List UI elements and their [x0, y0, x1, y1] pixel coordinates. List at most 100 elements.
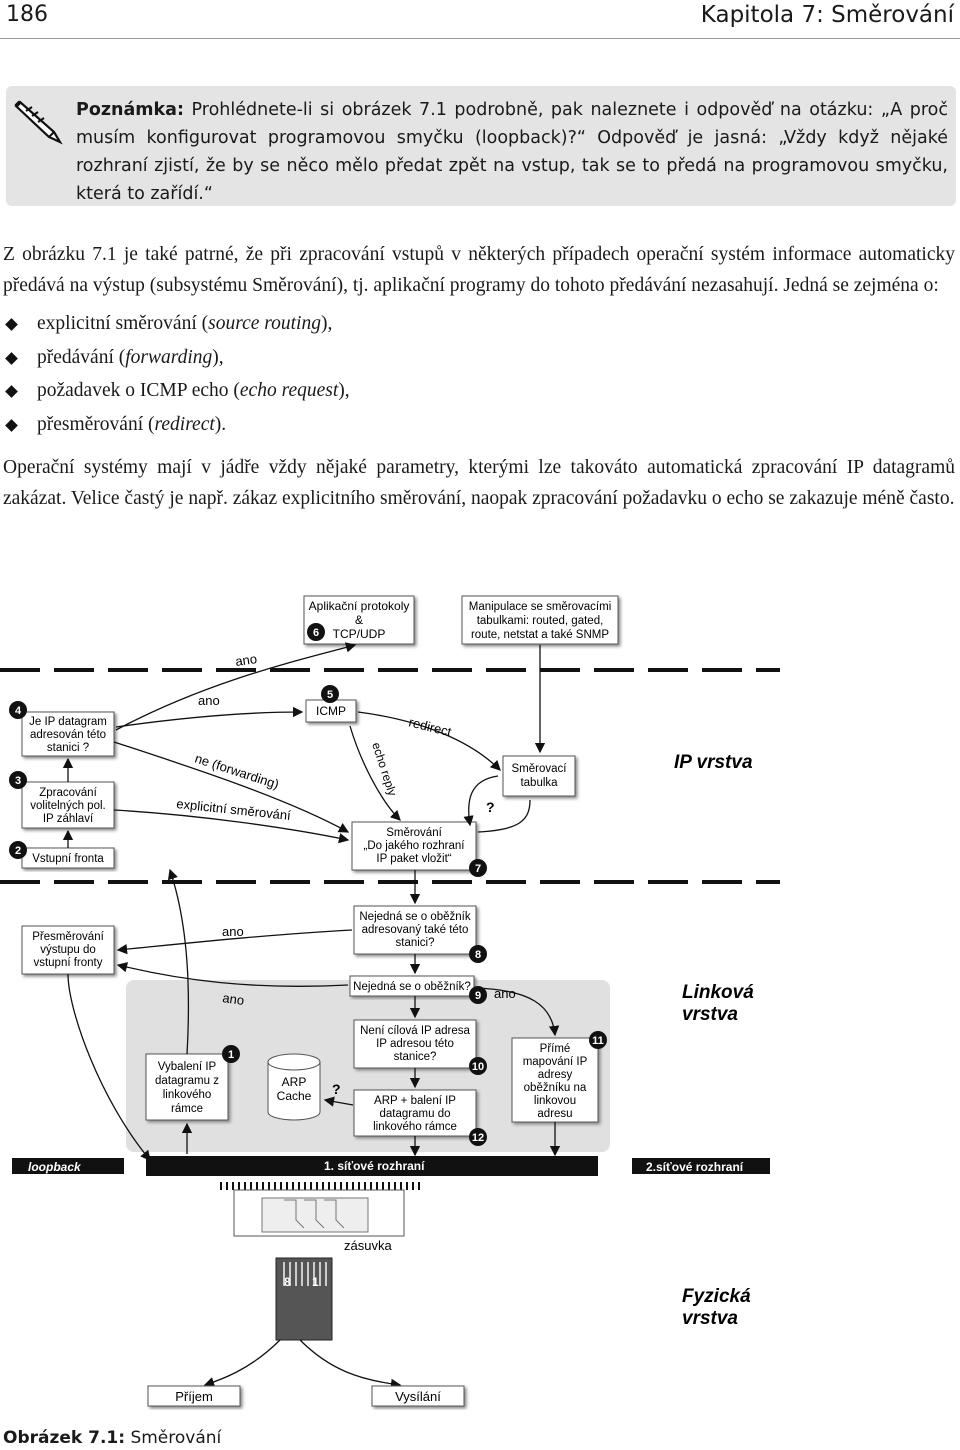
- tools-box-line: tabulkami: routed, gated,: [477, 615, 604, 627]
- box8-line: Nejedná se o oběžník: [359, 911, 470, 923]
- box11-line: oběžníku na: [524, 1082, 587, 1094]
- arp-cache-line: ARP: [282, 1075, 307, 1089]
- arp-cache-cylinder: [267, 1053, 321, 1121]
- routing-table-line: Směrovací: [512, 763, 568, 775]
- note-label: Poznámka:: [76, 100, 184, 120]
- redirect-box: [21, 925, 115, 975]
- box4-line: Je IP datagram: [29, 716, 107, 728]
- label-ip-layer: IP vrstva: [674, 752, 753, 773]
- tools-box-line: Manipulace se směrovacími: [469, 601, 612, 613]
- svg-text:7: 7: [475, 863, 481, 875]
- note-text: Poznámka: Prohlédnete-li si obrázek 7.1 …: [76, 96, 948, 208]
- badge-5: [321, 685, 339, 703]
- box3-line: Zpracování: [39, 787, 97, 799]
- label-ano: ano: [222, 924, 244, 939]
- badge-11: [589, 1031, 607, 1049]
- box8-line: stanici?: [396, 937, 435, 949]
- box11-line: linkovou: [534, 1095, 576, 1107]
- label-question: ?: [486, 799, 495, 815]
- tools-box-line: route, netstat a také SNMP: [471, 629, 609, 641]
- rj45-plug-icon: [275, 1257, 333, 1341]
- app-box-line: &: [355, 613, 363, 627]
- svg-text:12: 12: [472, 1132, 484, 1144]
- iface1-label: 1. síťové rozhraní: [324, 1159, 425, 1173]
- diamond-bullet-icon: [5, 418, 18, 432]
- badge-6: [307, 623, 325, 641]
- socket-label: zásuvka: [344, 1238, 392, 1253]
- redirect-box-line: vstupní fronty: [33, 957, 102, 969]
- iface1-bar: [146, 1156, 598, 1176]
- routing-tools-box: [461, 595, 619, 645]
- box-4: [21, 711, 115, 757]
- caption-text: Směrování: [125, 1428, 222, 1448]
- figure-caption: Obrázek 7.1: Směrování: [3, 1428, 221, 1448]
- arp-cache-line: Cache: [277, 1089, 312, 1103]
- box-11: [511, 1037, 599, 1123]
- paragraph-1: Z obrázku 7.1 je také patrné, že při zpr…: [3, 244, 955, 296]
- box11-line: adresu: [537, 1108, 572, 1120]
- label-redirect: redirect: [407, 714, 453, 739]
- svg-text:8: 8: [475, 949, 481, 961]
- paragraph-2: Operační systémy mají v jádře vždy nějak…: [3, 457, 955, 509]
- label-ano: ano: [234, 651, 258, 669]
- diamond-bullet-icon: [5, 385, 18, 398]
- pin8-label: 8: [284, 1275, 291, 1289]
- chapter-title: Kapitola 7: Směrování: [700, 2, 954, 28]
- routing-box-line: Směrování: [386, 827, 442, 839]
- box10-line: Není cílová IP adresa: [360, 1025, 470, 1037]
- box11-line: mapování IP: [523, 1056, 588, 1068]
- send-box: [371, 1385, 465, 1407]
- badge-9: [469, 986, 487, 1004]
- label-phys-layer: Fyzická: [682, 1286, 751, 1307]
- icmp-label: ICMP: [316, 704, 346, 718]
- label-source-routing: explicitní směrování: [176, 796, 292, 823]
- send-label: Vysílání: [395, 1389, 441, 1404]
- pen-icon: [14, 100, 63, 145]
- svg-text:2: 2: [15, 845, 21, 857]
- note-body: Prohlédnete-li si obrázek 7.1 podrobně, …: [76, 100, 948, 204]
- bullet-item: požadavek o ICMP echo (echo request),: [3, 376, 955, 410]
- routing-table-box: [502, 755, 576, 797]
- badge-10: [469, 1057, 487, 1075]
- diamond-bullet-icon: [5, 351, 18, 365]
- flow-arrows: [62, 642, 561, 1390]
- socket-icon: [233, 1189, 405, 1237]
- box1-line: linkového: [163, 1089, 212, 1101]
- bullet-list: explicitní směrování (source routing), p…: [3, 309, 955, 443]
- pin1-label: 1: [312, 1275, 319, 1289]
- box1-line: Vybalení IP: [158, 1061, 217, 1073]
- box4-line: adresován této: [30, 729, 106, 741]
- label-ano: ano: [494, 986, 516, 1001]
- box-1: [145, 1053, 229, 1121]
- box11-line: Přímé: [540, 1043, 571, 1055]
- svg-text:5: 5: [327, 689, 333, 701]
- badge-3: [9, 771, 27, 789]
- bullet-item: předávání (forwarding),: [3, 343, 955, 377]
- page-number: 186: [6, 2, 48, 27]
- svg-text:6: 6: [313, 627, 319, 639]
- badge-8: [469, 945, 487, 963]
- redirect-box-line: Přesměrování: [32, 931, 104, 943]
- label-echo-reply: echo reply: [369, 741, 399, 798]
- box10-line: IP adresou této: [376, 1038, 454, 1050]
- loopback-label: loopback: [28, 1160, 82, 1174]
- box-3: [21, 781, 115, 829]
- bullet-item: přesměrování (redirect).: [3, 410, 955, 444]
- svg-text:1: 1: [228, 1049, 234, 1061]
- label-link-layer: vrstva: [682, 1004, 738, 1025]
- svg-text:3: 3: [15, 775, 21, 787]
- box1-line: datagramu z: [155, 1075, 219, 1087]
- label-ano: ano: [198, 693, 220, 708]
- label-forwarding: ne (forwarding): [193, 751, 281, 792]
- svg-text:4: 4: [15, 705, 22, 717]
- loopback-bar: [12, 1158, 124, 1174]
- note-box: Poznámka: Prohlédnete-li si obrázek 7.1 …: [6, 86, 956, 206]
- app-box-line: Aplikační protokoly: [309, 599, 410, 613]
- badge-12: [469, 1128, 487, 1146]
- svg-text:11: 11: [592, 1035, 604, 1047]
- badge-1: [222, 1045, 240, 1063]
- box12-line: linkového rámce: [373, 1121, 457, 1133]
- app-box-line: TCP/UDP: [333, 627, 386, 641]
- step-badges: 1 2 3 4 5 6 7 8 9 10 11 12: [9, 623, 607, 1146]
- box12-line: datagramu do: [380, 1108, 451, 1120]
